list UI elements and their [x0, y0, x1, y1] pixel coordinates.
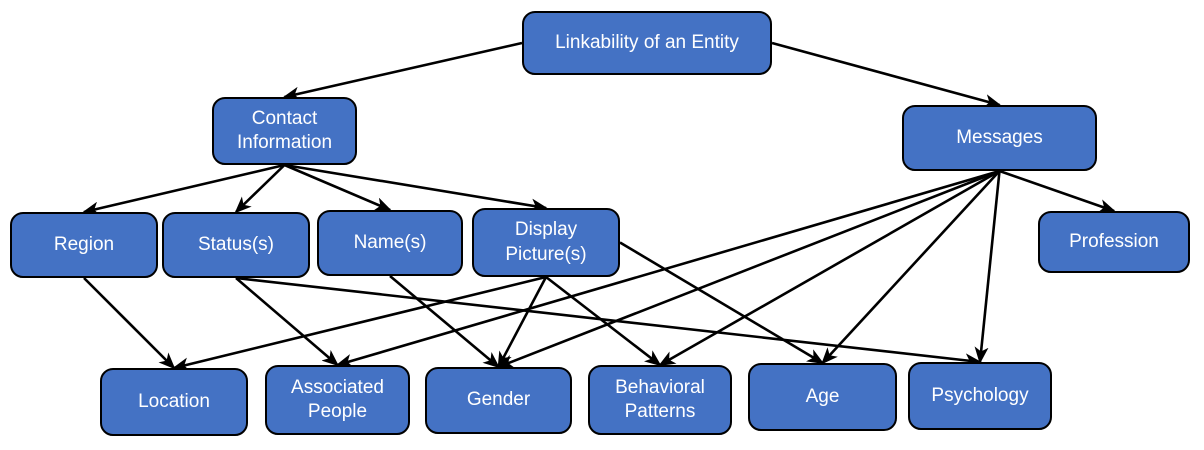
- node-psychology: Psychology: [908, 362, 1052, 430]
- edge-region-to-location: [83, 277, 176, 370]
- edges-group: [82, 41, 1116, 372]
- node-profession: Profession: [1038, 211, 1190, 273]
- node-label: Messages: [956, 126, 1043, 148]
- edge-contact-information-to-display-pictures: [284, 163, 548, 213]
- edge-linkability-to-messages: [771, 41, 1002, 108]
- node-label: Gender: [466, 389, 531, 411]
- node-label: Region: [53, 233, 115, 255]
- node-associated-people: Associated People: [265, 365, 410, 435]
- node-status: Status(s): [162, 212, 310, 278]
- node-label: Profession: [1069, 230, 1159, 252]
- node-label: Associated People: [291, 376, 384, 422]
- edge-display-pictures-to-gender: [497, 276, 548, 369]
- node-linkability: Linkability of an Entity: [522, 11, 772, 75]
- node-label: Contact Information: [236, 107, 333, 153]
- edge-messages-to-psychology: [974, 170, 1001, 364]
- edge-status-to-psychology: [235, 276, 982, 368]
- edge-linkability-to-contact-information: [282, 41, 523, 101]
- node-display-pictures: Display Picture(s): [472, 208, 620, 277]
- node-label: Linkability of an Entity: [555, 31, 739, 53]
- edge-status-to-associated-people: [235, 277, 340, 367]
- edge-messages-to-age: [821, 170, 1001, 365]
- node-label: Status(s): [197, 233, 275, 255]
- node-region: Region: [10, 212, 158, 278]
- node-location: Location: [100, 368, 248, 436]
- node-label: Location: [138, 390, 210, 412]
- edge-names-to-gender: [389, 275, 501, 369]
- edge-contact-information-to-status: [234, 164, 286, 214]
- node-label: Psychology: [931, 384, 1029, 406]
- node-behavioral-patterns: Behavioral Patterns: [588, 365, 732, 435]
- edge-messages-to-behavioral-patterns: [658, 169, 1001, 367]
- edge-contact-information-to-region: [82, 163, 285, 216]
- node-contact-information: Contact Information: [212, 97, 357, 165]
- node-label: Name(s): [353, 231, 427, 253]
- node-names: Name(s): [317, 210, 463, 276]
- node-label: Behavioral Patterns: [615, 376, 705, 422]
- edge-display-pictures-to-age: [619, 241, 825, 365]
- node-gender: Gender: [425, 367, 572, 434]
- node-age: Age: [748, 363, 897, 431]
- edge-display-pictures-to-location: [172, 275, 547, 372]
- node-messages: Messages: [902, 105, 1097, 171]
- edge-contact-information-to-names: [283, 163, 392, 212]
- node-label: Age: [805, 385, 840, 407]
- edge-display-pictures-to-behavioral-patterns: [545, 275, 662, 367]
- edge-messages-to-profession: [999, 169, 1116, 213]
- node-label: Display Picture(s): [505, 219, 587, 265]
